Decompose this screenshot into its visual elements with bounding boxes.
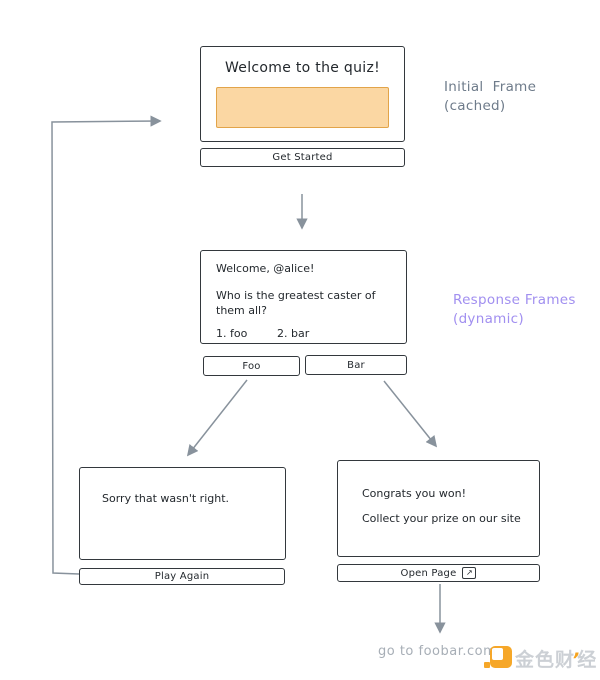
bar-button[interactable]: Bar bbox=[305, 355, 407, 375]
annotation-response-line1: Response Frames bbox=[453, 292, 576, 308]
annotation-response-line2: (dynamic) bbox=[453, 311, 524, 327]
wrong-answer-frame: Sorry that wasn't right. bbox=[79, 467, 286, 560]
open-page-label: Open Page bbox=[400, 567, 457, 579]
question-frame: Welcome, @alice! Who is the greatest cas… bbox=[200, 250, 407, 344]
play-again-button[interactable]: Play Again bbox=[79, 568, 285, 585]
watermark-part1: 金色财 bbox=[515, 649, 576, 671]
watermark-part2: 经 bbox=[577, 649, 598, 671]
annotation-initial-frame: Initial Frame (cached) bbox=[444, 78, 536, 116]
goto-foobar-text: go to foobar.com bbox=[378, 644, 497, 659]
jinse-watermark-text: 金色财’经 bbox=[515, 645, 597, 672]
initial-frame-title: Welcome to the quiz! bbox=[224, 60, 381, 76]
orange-image-placeholder bbox=[216, 87, 389, 128]
arrow-foo-to-wrong bbox=[186, 379, 248, 457]
question-option-1: 1. foo bbox=[216, 327, 248, 340]
question-line2: them all? bbox=[216, 304, 267, 317]
annotation-initial-line1: Initial Frame bbox=[444, 79, 537, 95]
open-page-button[interactable]: Open Page ↗ bbox=[337, 564, 540, 582]
win-message-2: Collect your prize on our site bbox=[362, 512, 521, 525]
win-frame: Congrats you won! Collect your prize on … bbox=[337, 460, 540, 557]
foo-button-label: Foo bbox=[242, 360, 261, 372]
get-started-button[interactable]: Get Started bbox=[200, 148, 405, 167]
play-again-label: Play Again bbox=[154, 571, 210, 582]
jinse-watermark: 金色财’经 bbox=[484, 643, 596, 673]
foo-button[interactable]: Foo bbox=[203, 356, 300, 376]
win-message-1: Congrats you won! bbox=[362, 487, 466, 500]
question-greeting: Welcome, @alice! bbox=[216, 262, 315, 275]
bar-button-label: Bar bbox=[347, 359, 365, 371]
get-started-label: Get Started bbox=[272, 152, 333, 163]
external-link-icon: ↗ bbox=[462, 567, 477, 579]
annotation-initial-line2: (cached) bbox=[444, 98, 506, 114]
question-line1: Who is the greatest caster of bbox=[216, 289, 376, 302]
question-option-2: 2. bar bbox=[277, 327, 310, 340]
jinse-logo-icon bbox=[484, 646, 512, 668]
watermark-orange-tick: ’ bbox=[572, 649, 581, 671]
annotation-response-frames: Response Frames (dynamic) bbox=[453, 291, 576, 329]
arrow-bar-to-win bbox=[383, 380, 438, 448]
initial-frame: Welcome to the quiz! bbox=[200, 46, 405, 142]
wrong-message: Sorry that wasn't right. bbox=[102, 492, 230, 505]
